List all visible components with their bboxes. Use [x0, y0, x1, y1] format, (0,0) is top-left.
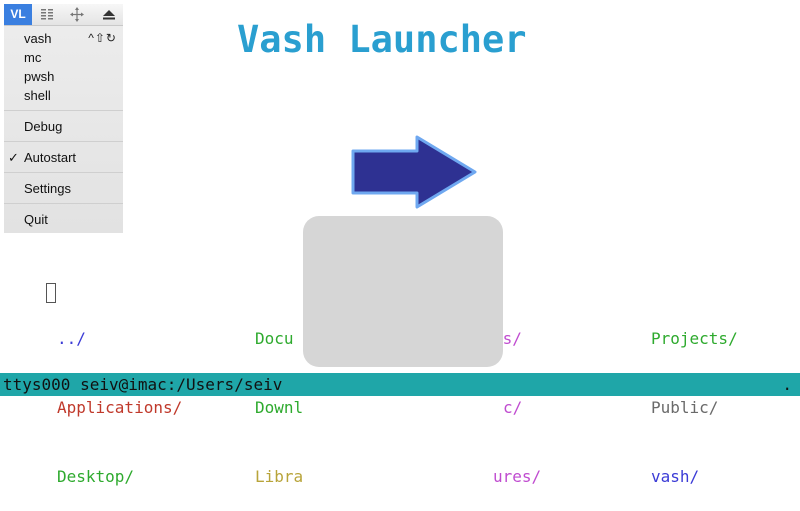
checkmark-icon: ✓	[8, 150, 19, 165]
menu-item-mc[interactable]: mc	[4, 48, 123, 67]
menu-separator	[4, 203, 123, 204]
file-entry[interactable]: vash/	[651, 467, 700, 486]
move-icon[interactable]	[64, 4, 90, 25]
menu-item-label: Quit	[24, 212, 48, 227]
file-entry[interactable]: c/	[503, 398, 523, 417]
file-entry[interactable]: ures/	[493, 467, 542, 486]
menu-item-label: Debug	[24, 119, 63, 134]
file-entry[interactable]: Public/	[651, 398, 719, 417]
file-entry[interactable]: Libra	[255, 467, 304, 486]
page-title: Vash Launcher	[237, 18, 527, 61]
columns-icon[interactable]	[35, 4, 59, 25]
file-column: Docu Downl Libra	[255, 281, 303, 511]
menu-separator	[4, 110, 123, 111]
status-bar: ttys000 seiv@imac:/Users/seiv .	[0, 373, 800, 396]
menu-item-shell[interactable]: shell	[4, 86, 123, 105]
menu-item-label: pwsh	[24, 69, 55, 84]
file-entry[interactable]: Downl	[255, 398, 304, 417]
menu-item-label: Autostart	[24, 150, 77, 165]
file-column: Projects/ Public/ vash/	[651, 281, 738, 511]
menu-item-label: mc	[24, 50, 42, 65]
menu-item-vash[interactable]: vash ^⇧↻	[4, 29, 123, 48]
app-menu-button[interactable]: VL	[4, 4, 32, 25]
menu-item-label: Settings	[24, 181, 71, 196]
launcher-dropdown-menu: vash ^⇧↻ mc pwsh shell Debug ✓ Autostart…	[4, 26, 123, 233]
status-bar-indicator: .	[782, 375, 792, 394]
image-placeholder	[303, 216, 503, 367]
menu-item-label: shell	[24, 88, 51, 103]
file-entry[interactable]: Applications/	[57, 398, 183, 417]
menu-separator	[4, 172, 123, 173]
menu-item-label: vash	[24, 31, 52, 46]
keyboard-shortcut: ^⇧↻	[88, 31, 117, 45]
file-entry[interactable]: ../	[57, 329, 86, 348]
file-entry[interactable]: Desktop/	[57, 467, 135, 486]
menu-item-pwsh[interactable]: pwsh	[4, 67, 123, 86]
menubar: VL	[4, 4, 123, 26]
file-entry[interactable]: Docu	[255, 329, 294, 348]
menu-separator	[4, 141, 123, 142]
terminal-cursor	[46, 283, 56, 303]
status-bar-path: ttys000 seiv@imac:/Users/seiv	[3, 375, 283, 394]
menu-item-debug[interactable]: Debug	[4, 117, 123, 136]
menu-item-autostart[interactable]: ✓ Autostart	[4, 148, 123, 167]
menu-item-quit[interactable]: Quit	[4, 210, 123, 229]
file-entry[interactable]: Projects/	[651, 329, 738, 348]
file-column: ../ Applications/ Desktop/	[57, 281, 182, 511]
eject-icon[interactable]	[96, 4, 122, 25]
right-arrow-icon	[349, 134, 481, 216]
menu-item-settings[interactable]: Settings	[4, 179, 123, 198]
